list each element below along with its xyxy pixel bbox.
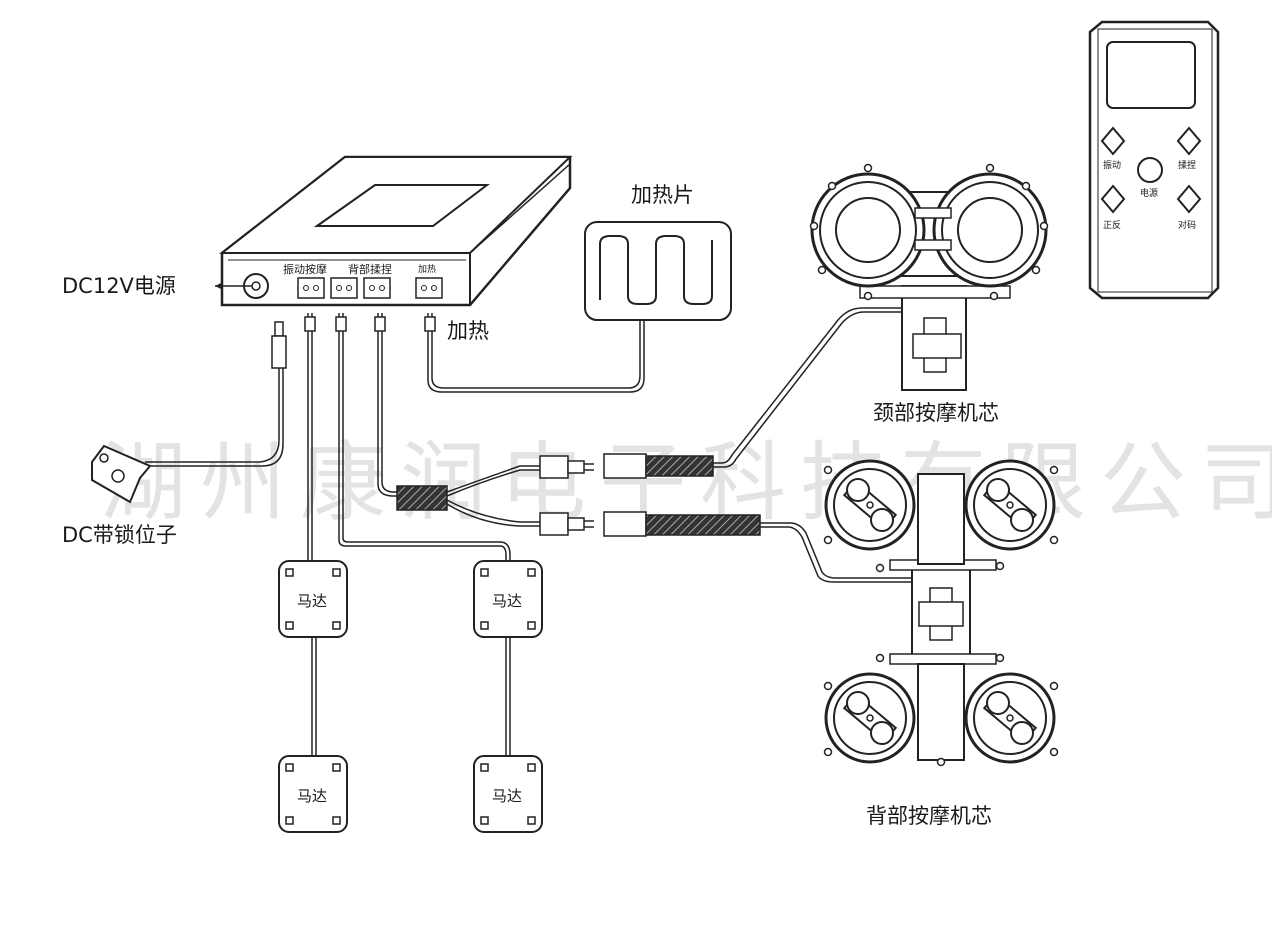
port-label-heat: 加热 [418, 263, 436, 275]
knead-button[interactable] [1176, 126, 1202, 156]
back-massage-core [823, 459, 1059, 767]
reverse-button[interactable] [1100, 184, 1126, 214]
svg-text:马达: 马达 [297, 787, 327, 805]
controller-box: 振动按摩 背部揉捏 加热 [215, 155, 573, 307]
dc-plug-body [271, 335, 287, 369]
svg-text:马达: 马达 [492, 787, 522, 805]
socket-vibrate-2 [330, 277, 358, 299]
back-core-label: 背部按摩机芯 [866, 804, 992, 828]
neck-core-label: 颈部按摩机芯 [873, 401, 999, 425]
socket-vibrate [297, 277, 325, 299]
dc-lock-label: DC带锁位子 [62, 523, 177, 547]
plug-heat [424, 312, 436, 332]
port-label-vibrate: 振动按摩 [283, 262, 327, 276]
port-label-knead: 背部揉捏 [348, 262, 392, 276]
splitter-sleeve [396, 485, 448, 511]
dc-plug-tip [274, 321, 284, 337]
power-label-remote: 电源 [1140, 187, 1158, 199]
dc-lock-connector [91, 444, 152, 504]
plug-knead [374, 312, 386, 332]
motor-3: 马达 [278, 755, 348, 833]
motor-4: 马达 [473, 755, 543, 833]
plug-vibrate-2 [335, 312, 347, 332]
heater-pad-label: 加热片 [631, 183, 694, 207]
heat-plug-label: 加热 [447, 319, 489, 343]
reverse-label: 正反 [1103, 220, 1121, 231]
power-button[interactable] [1137, 157, 1163, 183]
vibrate-button[interactable] [1100, 126, 1126, 156]
plug-vibrate-1 [304, 312, 316, 332]
knead-label: 揉捏 [1178, 159, 1196, 171]
remote-screen [1106, 41, 1196, 109]
heater-pad [584, 221, 732, 321]
pair-button[interactable] [1176, 184, 1202, 214]
socket-knead [363, 277, 391, 299]
vibrate-label: 振动 [1103, 159, 1121, 171]
neck-massage-core [809, 163, 1049, 391]
socket-heat [415, 277, 443, 299]
svg-text:马达: 马达 [297, 592, 327, 610]
remote-control: 振动 揉捏 电源 正反 对码 [1088, 20, 1220, 300]
power-label: DC12V电源 [62, 274, 176, 298]
motor-2: 马达 [473, 560, 543, 638]
motor-1: 马达 [278, 560, 348, 638]
pair-label: 对码 [1178, 219, 1196, 231]
wires [145, 307, 912, 757]
connector-back [539, 511, 761, 537]
connector-neck [539, 453, 714, 479]
svg-text:马达: 马达 [492, 592, 522, 610]
